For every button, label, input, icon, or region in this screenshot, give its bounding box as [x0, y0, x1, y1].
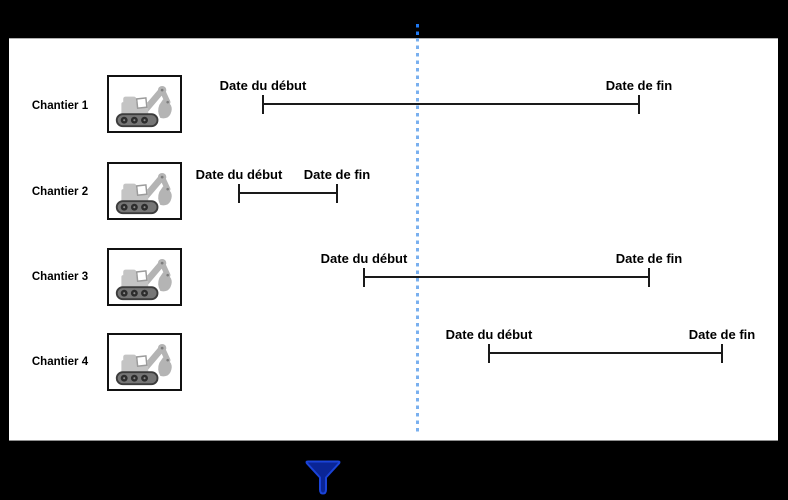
start-tick [363, 268, 365, 287]
row-label-chantier-4: Chantier 4 [31, 356, 89, 368]
end-tick [721, 344, 723, 363]
start-tick [488, 344, 490, 363]
date-cutoff-line-top [416, 24, 419, 38]
excavator-icon [112, 79, 178, 129]
timeline-line [239, 192, 337, 194]
filter-funnel-icon [305, 460, 341, 495]
end-tick [336, 184, 338, 203]
excavator-icon-box [107, 333, 182, 391]
timeline-chantier-1: Date du début Date de fin [220, 78, 672, 114]
start-tick [262, 95, 264, 114]
end-tick [648, 268, 650, 287]
timeline-chantier-2: Date du début Date de fin [196, 167, 370, 203]
start-date-label: Date du début [320, 251, 408, 266]
timeline-line [263, 103, 639, 105]
row-label-chantier-2: Chantier 2 [31, 186, 89, 198]
start-date-label: Date du début [195, 167, 283, 182]
start-date-label: Date du début [219, 78, 307, 93]
excavator-icon [112, 337, 178, 387]
excavator-icon [112, 166, 178, 216]
excavator-icon-box [107, 162, 182, 220]
row-label-chantier-3: Chantier 3 [31, 271, 89, 283]
date-cutoff-line [416, 38, 419, 433]
excavator-icon [112, 252, 178, 302]
start-date-label: Date du début [445, 327, 533, 342]
end-date-label: Date de fin [688, 327, 756, 342]
start-tick [238, 184, 240, 203]
timeline-line [489, 352, 722, 354]
row-label-chantier-1: Chantier 1 [31, 100, 89, 112]
end-date-label: Date de fin [303, 167, 371, 182]
excavator-icon-box [107, 248, 182, 306]
timeline-chantier-3: Date du début Date de fin [321, 251, 682, 287]
end-date-label: Date de fin [615, 251, 683, 266]
end-tick [638, 95, 640, 114]
end-date-label: Date de fin [605, 78, 673, 93]
timeline-line [364, 276, 649, 278]
timeline-chantier-4: Date du début Date de fin [446, 327, 755, 363]
excavator-icon-box [107, 75, 182, 133]
